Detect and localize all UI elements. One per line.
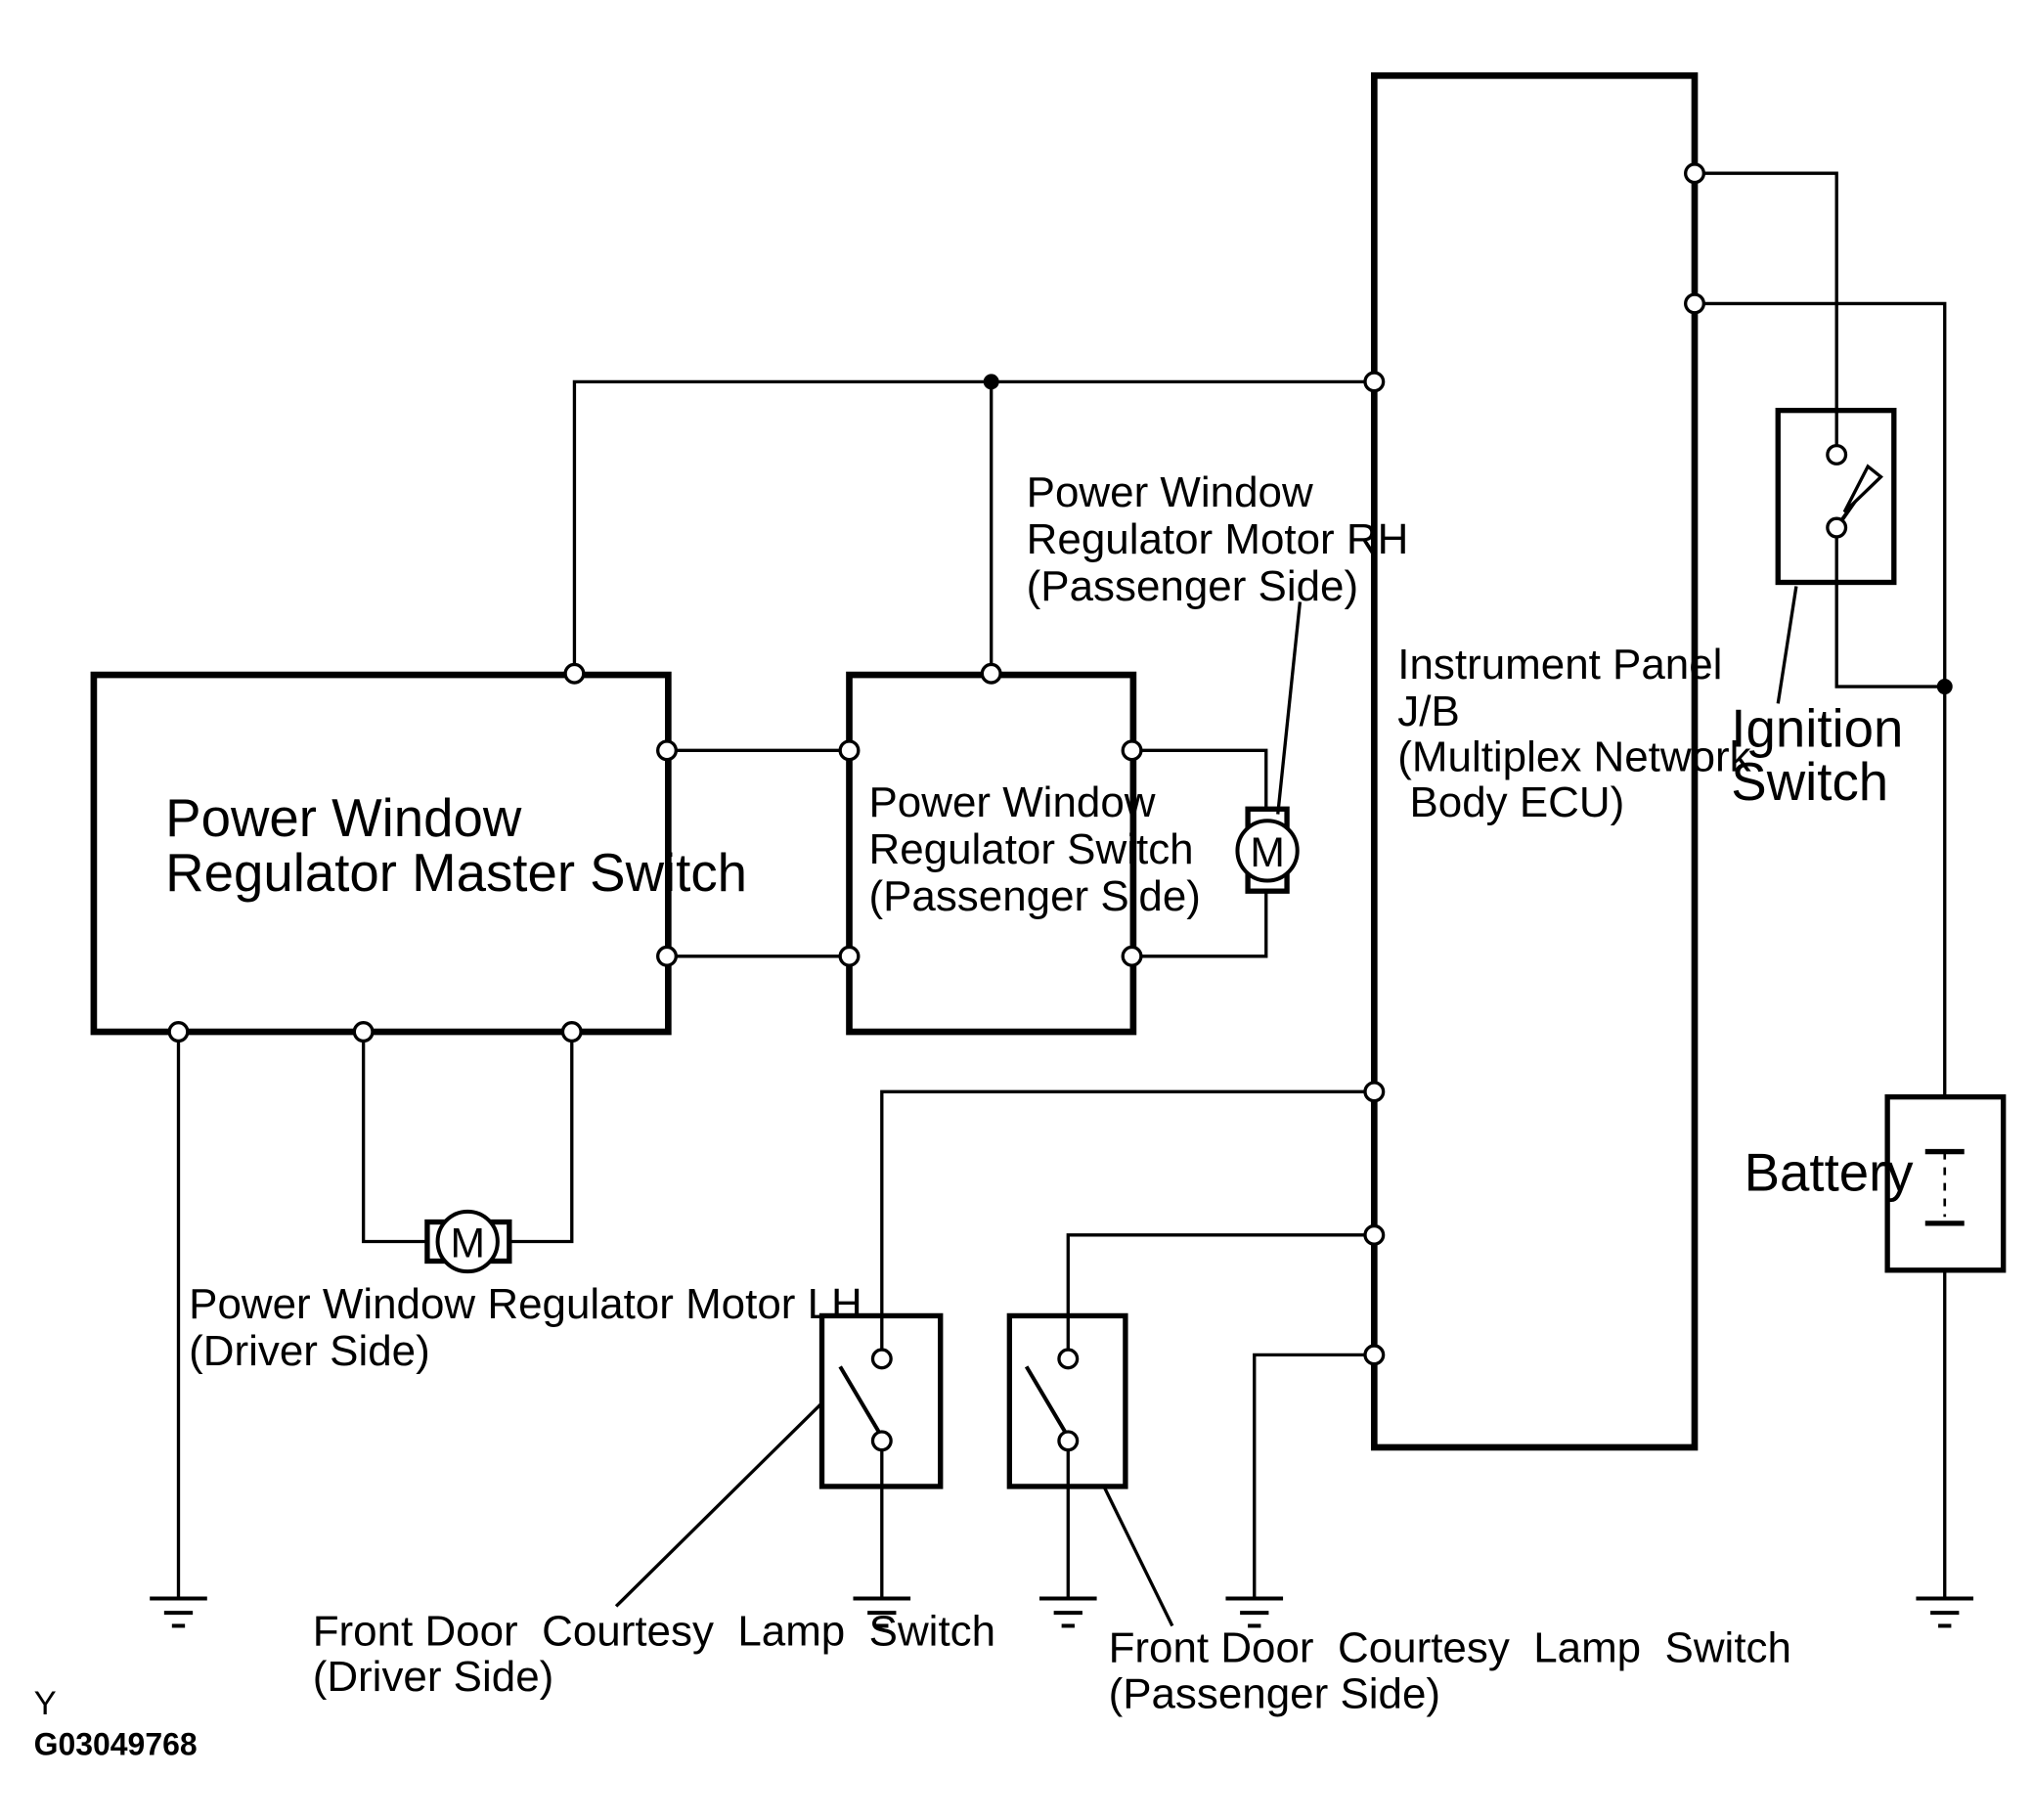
terminal [1057, 1430, 1080, 1452]
motor-rh-symbol: M [1250, 829, 1285, 876]
courtesy-passenger-box [1006, 1312, 1128, 1489]
wire-top-bus [572, 379, 1375, 674]
wire-ignition-out [1834, 527, 1945, 688]
ignition-switch-box [1775, 407, 1897, 586]
terminals [167, 162, 1953, 1452]
wire-motor-lh-left [361, 1032, 427, 1244]
courtesy-passenger-label: Front Door Courtesy Lamp Switch (Passeng… [1109, 1624, 1804, 1718]
wire-jb-ground [1253, 1353, 1375, 1599]
terminal [838, 945, 861, 967]
terminal [656, 945, 678, 967]
leader-courtesy-passenger [1103, 1487, 1174, 1627]
wire-motor-rh-bottom [1131, 891, 1268, 958]
ground-icon [1038, 1596, 1097, 1628]
terminal [656, 739, 678, 762]
motor-lh-label: Power Window Regulator Motor LH (Driver … [189, 1280, 874, 1375]
terminal [352, 1021, 375, 1043]
terminal [1057, 1348, 1080, 1370]
terminal [560, 1021, 583, 1043]
terminal [167, 1021, 190, 1043]
wiring [176, 171, 1947, 1627]
junction-dot [1936, 679, 1953, 695]
wire-courtesy-passenger [1066, 1233, 1375, 1359]
passenger-switch-label: Power Window Regulator Switch (Passenger… [868, 778, 1205, 920]
ground-icon [853, 1596, 911, 1628]
ignition-switch-label: Ignition Switch [1731, 698, 1918, 812]
terminal [980, 662, 1002, 685]
terminal [1826, 516, 1848, 539]
motor-rh-label: Power Window Regulator Motor RH (Passeng… [1027, 468, 1421, 610]
master-switch-label: Power Window Regulator Master Switch [165, 788, 747, 903]
motor-rh-icon: M [1235, 806, 1300, 894]
terminal [1363, 1344, 1386, 1366]
terminal [1363, 371, 1386, 393]
junction-dot [983, 374, 999, 390]
battery-label: Battery [1745, 1143, 1915, 1203]
jb-label: Instrument Panel J/B (Multiplex Network … [1397, 641, 1763, 826]
figure-code: G03049768 [34, 1726, 198, 1761]
terminal [1826, 443, 1848, 466]
ground-icon [1225, 1596, 1284, 1628]
terminal [838, 739, 861, 762]
courtesy-passenger-lever-icon [1024, 1365, 1071, 1439]
wire-ignition-feed [1694, 171, 1838, 455]
wire-battery-feed [1694, 301, 1947, 1097]
terminal [563, 662, 586, 685]
terminal [1121, 945, 1143, 967]
motor-lh-symbol: M [450, 1220, 485, 1266]
wire-motor-lh-right [508, 1032, 574, 1244]
ignition-switch-lever-icon [1834, 464, 1884, 529]
ground-icon [150, 1596, 207, 1628]
terminal [1684, 292, 1705, 315]
terminal [870, 1348, 893, 1370]
leader-motor-rh [1276, 601, 1303, 815]
leader-courtesy-driver [614, 1402, 822, 1608]
leader-ignition [1776, 586, 1798, 704]
terminal [1684, 162, 1705, 185]
terminal [1121, 739, 1143, 762]
terminal [1363, 1081, 1386, 1103]
terminal [1363, 1223, 1386, 1246]
battery-box [1884, 1093, 2007, 1273]
motor-lh-icon: M [424, 1209, 512, 1274]
courtesy-driver-label: Front Door Courtesy Lamp Switch (Driver … [313, 1607, 1008, 1701]
wire-motor-rh-top [1131, 748, 1268, 810]
jb-box [1370, 71, 1699, 1451]
ground-symbols [150, 1596, 1974, 1628]
master-switch-box [90, 671, 672, 1036]
courtesy-driver-box [818, 1312, 944, 1489]
corner-letter: Y [34, 1685, 57, 1722]
courtesy-driver-lever-icon [838, 1365, 884, 1439]
battery-cell-icon [1924, 1148, 1965, 1226]
wire-courtesy-driver [880, 1089, 1375, 1359]
terminal [870, 1430, 893, 1452]
ground-icon [1916, 1596, 1974, 1628]
